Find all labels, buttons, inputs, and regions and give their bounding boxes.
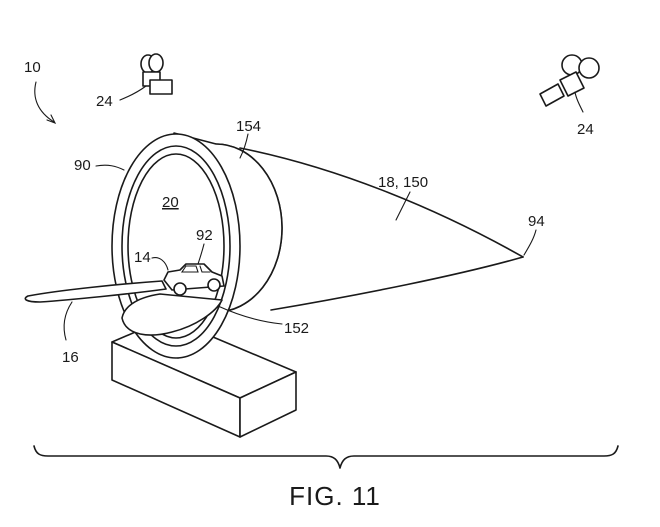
leader-face [95, 164, 125, 171]
system-arrow [34, 81, 55, 123]
ref-label-16: 16 [62, 349, 79, 366]
leader-floor [217, 305, 283, 325]
ref-label-90: 90 [74, 157, 91, 174]
leader-rim [239, 133, 249, 159]
ref-label-20: 20 [162, 194, 179, 211]
camera-left-icon [140, 53, 173, 95]
bore-floor [121, 293, 223, 336]
leader-beam [395, 191, 411, 221]
ref-label-18-150: 18, 150 [378, 174, 428, 191]
platform [24, 280, 167, 303]
ref-label-10: 10 [24, 59, 41, 76]
leader-vehicle-ref [197, 243, 205, 265]
ref-label-24-left: 24 [96, 93, 113, 110]
beam-lower-edge [270, 256, 524, 311]
ref-label-154: 154 [236, 118, 261, 135]
camera-right-icon [539, 54, 600, 107]
vehicle-icon [163, 263, 225, 296]
ref-label-14: 14 [134, 249, 151, 266]
leader-vehicle [151, 257, 169, 271]
leader-camera-left [119, 85, 147, 101]
ref-label-152: 152 [284, 320, 309, 337]
ref-label-94: 94 [528, 213, 545, 230]
ref-label-24-right: 24 [577, 121, 594, 138]
figure-caption: FIG. 11 [289, 481, 381, 511]
leader-camera-right [574, 91, 584, 113]
leader-focus [523, 229, 537, 256]
leader-platform [63, 301, 73, 341]
beam-upper-edge [239, 147, 524, 258]
system-arrowhead [46, 114, 57, 125]
figure-bracket [33, 445, 619, 469]
ref-label-92: 92 [196, 227, 213, 244]
